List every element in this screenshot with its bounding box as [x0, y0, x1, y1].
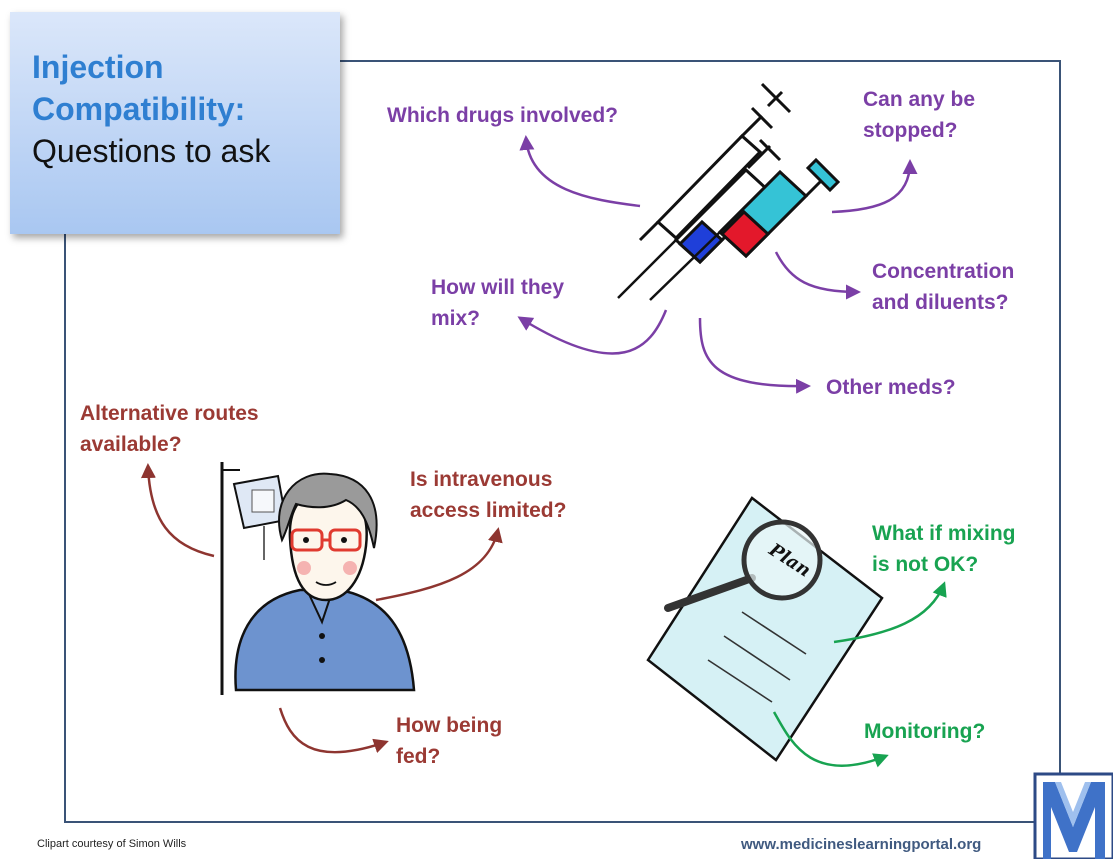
question-how-will-they-mix: How will they mix?	[431, 272, 564, 334]
question-stopped-line-1: Can any be	[863, 88, 976, 111]
question-mixing-line-2: is not OK?	[872, 553, 979, 576]
title-line-3: Questions to ask	[32, 133, 271, 169]
question-fed-line-2: fed?	[396, 745, 441, 768]
clipart-credit: Clipart courtesy of Simon Wills	[37, 838, 187, 850]
question-iv-line-2: access limited?	[410, 499, 567, 522]
portal-logo-icon	[1033, 772, 1113, 859]
question-which-drugs-text: Which drugs involved?	[387, 104, 619, 127]
question-monitoring-text: Monitoring?	[864, 720, 986, 743]
question-routes-line-1: Alternative routes	[80, 402, 259, 425]
title-line-1: Injection	[32, 49, 164, 85]
syringes-icon	[617, 82, 841, 301]
question-can-any-be-stopped: Can any be stopped?	[863, 84, 975, 146]
question-mix-line-2: mix?	[431, 307, 481, 330]
question-stopped-line-2: stopped?	[863, 119, 958, 142]
question-iv-line-1: Is intravenous	[410, 468, 553, 491]
question-what-if-mixing: What if mixing is not OK?	[872, 518, 1016, 580]
question-mix-line-1: How will they	[431, 276, 565, 299]
question-mixing-line-1: What if mixing	[872, 522, 1016, 545]
website-url[interactable]: www.medicineslearningportal.org	[741, 836, 982, 853]
question-concentration-line-1: Concentration	[872, 260, 1015, 283]
question-alternative-routes: Alternative routes available?	[80, 398, 259, 460]
plan-document-icon	[646, 496, 884, 762]
question-other-meds: Other meds?	[826, 372, 956, 403]
question-how-being-fed: How being fed?	[396, 710, 502, 772]
question-concentration-line-2: and diluents?	[872, 291, 1009, 314]
question-concentration: Concentration and diluents?	[872, 256, 1014, 318]
title-box: Injection Compatibility: Questions to as…	[10, 12, 340, 234]
content-frame	[64, 60, 1061, 823]
question-iv-access: Is intravenous access limited?	[410, 464, 566, 526]
patient-icon	[220, 462, 416, 695]
title-line-2: Compatibility:	[32, 91, 246, 127]
question-which-drugs: Which drugs involved?	[387, 100, 618, 131]
question-monitoring: Monitoring?	[864, 716, 985, 747]
question-other-meds-text: Other meds?	[826, 376, 956, 399]
question-fed-line-1: How being	[396, 714, 503, 737]
question-routes-line-2: available?	[80, 433, 182, 456]
